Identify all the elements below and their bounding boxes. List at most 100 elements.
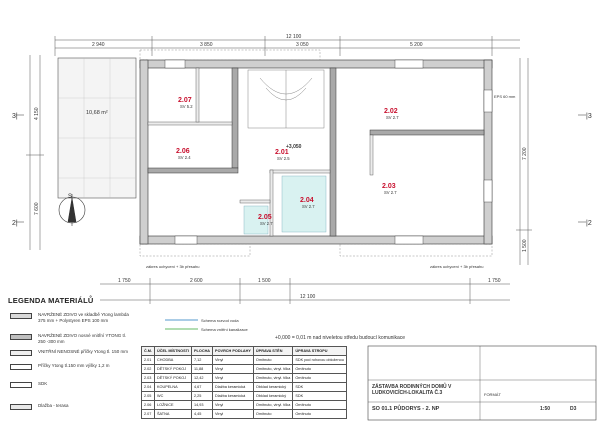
sewer-schema-label: Schema vnitřní kanalizace — [201, 327, 248, 332]
scale-value: 1:50 — [540, 406, 551, 412]
schedule-cell: Vinyl — [212, 355, 254, 365]
schedule-cell: Omítnuto — [292, 409, 347, 419]
legend-swatch — [10, 364, 32, 370]
schedule-cell: Vinyl — [212, 409, 254, 419]
schedule-header-cell: ÚČEL MÍSTNOSTI — [154, 346, 193, 356]
schedule-cell: 2.01 — [140, 355, 156, 365]
schedule-cell: 2.04 — [140, 382, 156, 392]
water-schema-label: Schema rozvod voda — [201, 318, 239, 323]
schedule-cell: 11,88 — [191, 364, 214, 374]
grid-marker-left-3: 3| — [12, 113, 18, 120]
room-number: 2.04 — [300, 197, 314, 204]
legend-swatch — [10, 404, 32, 410]
room-sv-label: SV 2.7 — [302, 204, 315, 209]
schedule-cell: Dlažba keramická — [212, 391, 254, 401]
level-note: +0,000 = 0,01 m nad niveletou středu bud… — [275, 335, 406, 341]
dimension-label: 7 200 — [522, 147, 528, 160]
schedule-cell: Omítnuto, vinyl. tílka — [252, 364, 294, 374]
schedule-header-cell: Č.M. — [140, 346, 156, 356]
format-label: FORMÁT — [484, 392, 501, 397]
schedule-cell: Vinyl — [212, 400, 254, 410]
legend-swatch — [10, 382, 32, 388]
legend-item-label: NAVRŽENÉ ZDIVO nosné vnitřní YTONG tl. 2… — [38, 333, 127, 344]
sheet-number: D3 — [570, 406, 577, 412]
legend-swatch — [10, 313, 32, 319]
room-sv-label: SV 2.7 — [384, 190, 397, 195]
room-number: 2.02 — [384, 108, 398, 115]
schedule-cell: Omítnuto — [252, 355, 294, 365]
legend-item-label: NAVRŽENÉ ZDIVO ve skladbě Ytong lambda 3… — [38, 312, 129, 323]
dimension-label: 5 200 — [410, 42, 423, 48]
schedule-cell: 2.02 — [140, 364, 156, 374]
schedule-header-cell: POVRCH PODLAHY — [212, 346, 254, 356]
dimension-label: 1 750 — [118, 278, 131, 284]
schedule-cell: 4,45 — [191, 409, 214, 419]
drawing-title: SO 01.1 PŮDORYS - 2. NP — [372, 406, 440, 412]
legend-item-label: VNITŘNÍ NENOSNÉ příčky Ytong tl. 150 mm — [38, 349, 128, 354]
schedule-cell: SDK — [292, 391, 347, 401]
room-number: 2.07 — [178, 97, 192, 104]
grid-marker-right-2: |2 — [586, 220, 592, 227]
schedule-cell: CHODBA — [154, 355, 193, 365]
project-title: ZÁSTAVBA RODINNÝCH DOMŮ V LUDKOVICÍCH-LO… — [372, 384, 452, 396]
grid-marker-left-2: 2| — [12, 220, 18, 227]
schedule-cell: SDK — [292, 382, 347, 392]
dimension-label: 1 750 — [488, 278, 501, 284]
grid-marker-right-3: |3 — [586, 113, 592, 120]
schedule-cell: Dlažba keramická — [212, 382, 254, 392]
north-label: S — [68, 194, 72, 200]
schedule-cell: Omítnuto, vinyl. tílka — [252, 373, 294, 383]
dimension-label: 12 100 — [286, 34, 302, 40]
schedule-cell: Obklad keramický — [252, 391, 294, 401]
schedule-cell: 4,67 — [191, 382, 214, 392]
dimension-label: 3 850 — [200, 42, 213, 48]
schedule-cell: Omítnuto — [292, 364, 347, 374]
terrace-area: 10,68 m² — [86, 110, 108, 116]
level-mark: +3,050 — [286, 144, 302, 150]
schedule-cell: Obklad keramický — [252, 382, 294, 392]
room-sv-label: SV 2.5 — [277, 156, 290, 161]
schedule-cell: 2,25 — [191, 391, 214, 401]
schedule-cell: Omítnuto, vinyl. tílka — [252, 400, 294, 410]
dimensions-right: 7 200 1 500 — [522, 147, 528, 252]
schedule-cell: ŠATNA — [154, 409, 193, 419]
schedule-header-cell: ÚPRAVA STROPU — [292, 346, 347, 356]
legend-swatch — [10, 350, 32, 356]
room-sv-label: SV 2.7 — [386, 115, 399, 120]
schedule-cell: Omítnuto — [292, 400, 347, 410]
legend-swatch — [10, 334, 32, 340]
room-sv-label: SV 2.4 — [178, 155, 191, 160]
schedule-cell: Omítnuto — [292, 373, 347, 383]
schedule-cell: WC — [154, 391, 193, 401]
legend-item-label: Příčky Ytong tl.150 mm výšky 1,2 m — [38, 363, 110, 368]
room-number: 2.05 — [258, 214, 272, 221]
room-number: 2.01 — [275, 149, 289, 156]
schedule-cell: DĚTSKÝ POKOJ — [154, 373, 193, 383]
schedule-cell: DĚTSKÝ POKOJ — [154, 364, 193, 374]
room-number: 2.03 — [382, 183, 396, 190]
schedule-cell: 2.03 — [140, 373, 156, 383]
dimension-label: 1 500 — [522, 239, 528, 252]
schedule-cell: 2.05 — [140, 391, 156, 401]
north-arrow-icon — [58, 194, 86, 226]
schedule-cell: 14,93 — [191, 400, 214, 410]
schedule-cell: Vinyl — [212, 373, 254, 383]
schedule-header-cell: ÚPRAVA STĚN — [252, 346, 294, 356]
schedule-cell: KOUPELNA — [154, 382, 193, 392]
schedule-cell: 7,12 — [191, 355, 214, 365]
